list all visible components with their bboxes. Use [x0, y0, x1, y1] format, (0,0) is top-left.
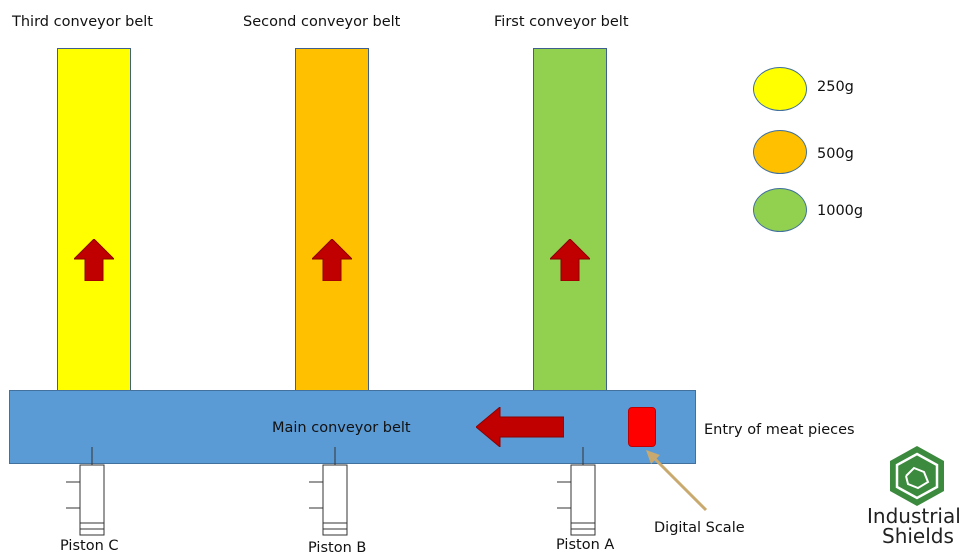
second-belt-title: Second conveyor belt	[243, 14, 401, 30]
logo-text-line1: Industrial	[867, 504, 961, 528]
first-conveyor-belt	[533, 48, 607, 392]
piston-a-label: Piston A	[556, 537, 615, 553]
industrial-shields-logo: Industrial Shields	[862, 444, 972, 553]
shield-hexagon-icon	[890, 446, 944, 506]
up-arrow-icon	[548, 238, 592, 285]
third-belt-title: Third conveyor belt	[12, 14, 153, 30]
legend-label-1000g: 1000g	[817, 203, 864, 219]
piston-b-label: Piston B	[308, 540, 367, 556]
digital-scale-box	[628, 407, 656, 447]
piston-a-icon	[557, 447, 596, 536]
piston-c-label: Piston C	[60, 538, 119, 554]
second-conveyor-belt	[295, 48, 369, 392]
main-belt-label: Main conveyor belt	[272, 420, 411, 436]
digital-scale-label: Digital Scale	[654, 520, 745, 536]
legend-swatch-1000g	[753, 188, 807, 232]
legend-swatch-500g	[753, 130, 807, 174]
piston-c-icon	[66, 447, 105, 536]
entry-label: Entry of meat pieces	[704, 422, 855, 438]
legend-swatch-250g	[753, 67, 807, 111]
third-conveyor-belt	[57, 48, 131, 392]
logo-text-line2: Shields	[882, 524, 954, 548]
scale-pointer-arrow	[646, 450, 708, 512]
piston-b-icon	[309, 447, 348, 536]
main-conveyor-belt: Main conveyor belt	[9, 390, 696, 464]
up-arrow-icon	[72, 238, 116, 285]
legend-label-250g: 250g	[817, 79, 854, 95]
up-arrow-icon	[310, 238, 354, 285]
first-belt-title: First conveyor belt	[494, 14, 629, 30]
legend-label-500g: 500g	[817, 146, 854, 162]
